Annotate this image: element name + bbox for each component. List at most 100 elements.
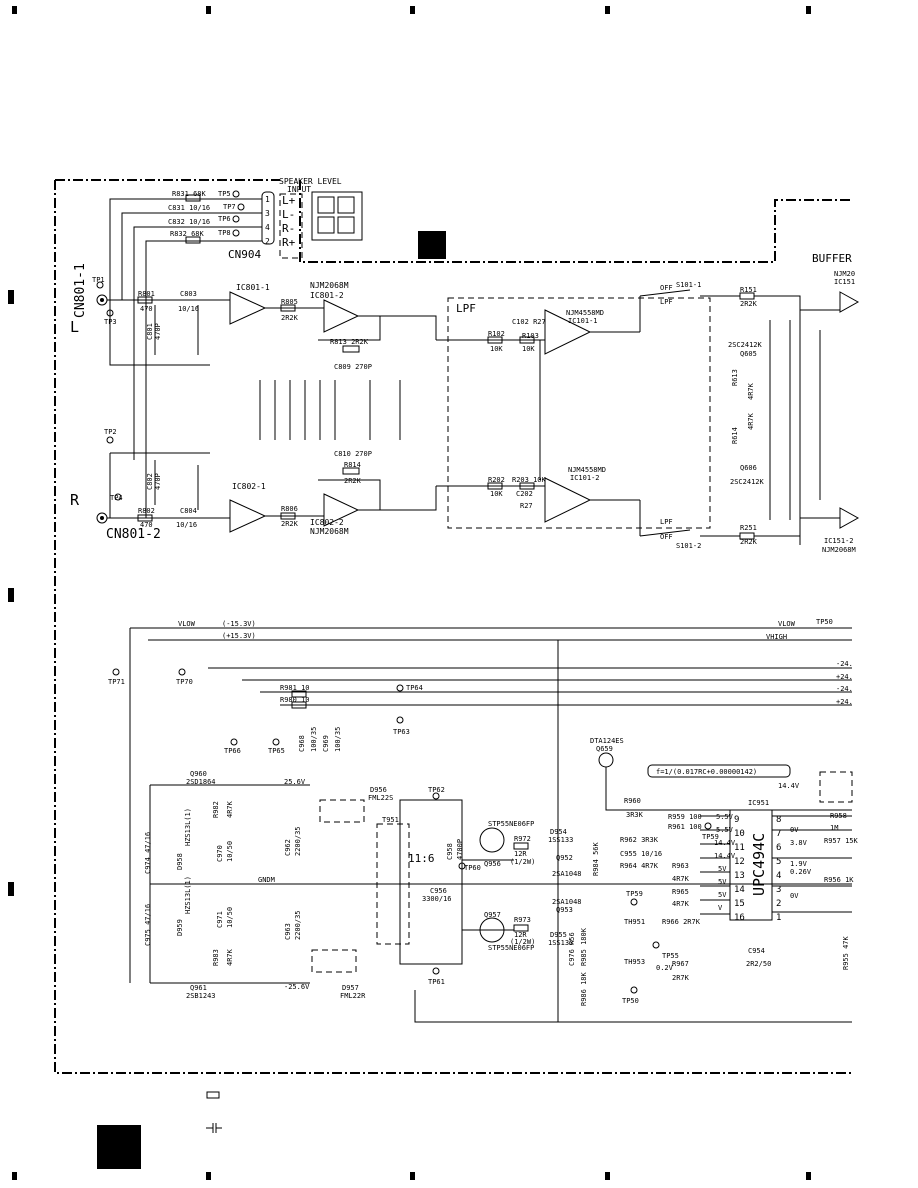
r965-label: R965 [672, 888, 689, 896]
s101-lpf-a: LPF [660, 298, 673, 306]
cn904-pin-label: L+ [282, 194, 296, 207]
c969-value: 100/35 [334, 727, 342, 752]
tp4-label: TP4 [110, 494, 123, 502]
c971-label: C971 [216, 911, 224, 928]
ic951-pin-14: 14 [734, 885, 745, 895]
r965-value: 4R7K [672, 900, 690, 908]
tp62-label: TP59 [626, 890, 643, 898]
q606-type: 2SC2412K [730, 478, 765, 486]
c963-value: 2200/35 [294, 910, 302, 940]
cn904-title-2: INPUT [287, 185, 311, 194]
tp67-label: TP64 [406, 684, 423, 692]
r613-label: R613 [731, 369, 739, 386]
c958-label: C958 [446, 843, 454, 860]
ic951-pin-15: 15 [734, 899, 745, 909]
vpos-label: (+15.3V) [222, 632, 256, 640]
th951-label: TH951 [624, 918, 645, 926]
tp66-label: TP63 [393, 728, 410, 736]
v19-label: 1.9V [790, 860, 808, 868]
t951-label: T951 [382, 816, 399, 824]
c954-value: 2R2/50 [746, 960, 771, 968]
r202-label: R202 [488, 476, 505, 484]
r102-value: 10K [490, 345, 503, 353]
s101-off-a: OFF [660, 284, 673, 292]
ic951-pwm-controller: IC951 UPC494C 14.4V 9 10 11 12 13 14 15 … [656, 771, 859, 972]
r614-value: 4R7K [747, 412, 755, 430]
tp64-label: TP61 [428, 978, 445, 986]
ic801-1-label: IC801-1 [236, 283, 270, 292]
rail-2-label: +24. [836, 673, 853, 681]
ic951-pin-4: 4 [776, 871, 781, 881]
c956-value: 3300/16 [422, 895, 452, 903]
c832-label: C832 10/16 [168, 218, 210, 226]
n256-label: -25.6V [284, 983, 310, 991]
tp8-label: TP8 [218, 229, 231, 237]
d959-label: D959 [176, 919, 184, 936]
s101-lpf-b: LPF [660, 518, 673, 526]
q960-type: 2SD1864 [186, 778, 216, 786]
ic951-pin-3: 3 [776, 885, 781, 895]
tp61-label: TP50 [622, 997, 639, 1005]
cn904-pin-num: 1 [265, 195, 270, 204]
c102-label: C102 R27 [512, 318, 546, 326]
r151-label: R151 [740, 286, 757, 294]
ic802-1-label: IC802-1 [232, 482, 266, 491]
ic951-label: IC951 [748, 799, 769, 807]
ic951-pin-7: 7 [776, 829, 781, 839]
r986-label: R986 18K [580, 971, 588, 1006]
ic951-pin-16: 16 [734, 913, 745, 923]
r814-label: R814 [344, 461, 361, 469]
q957-type: STP55NE06FP [488, 944, 534, 952]
cn904-pin-num: 4 [265, 223, 270, 232]
tp68-label: TP65 [268, 747, 285, 755]
ic951-pin-13: 13 [734, 871, 745, 881]
r151-value: 2R2K [740, 300, 758, 308]
c962-label: C962 [284, 839, 292, 856]
q961-type: 2SB1243 [186, 992, 216, 1000]
njm4558-a-label: NJM4558MD [566, 309, 604, 317]
c954-label: C954 [748, 947, 765, 955]
c802-value: 470P [154, 473, 162, 490]
ic951-pin-12: 12 [734, 857, 745, 867]
njm-b-label: NJM2068M [310, 527, 349, 536]
cn801-1-label: CN801-1 [73, 263, 88, 318]
r963-label: R963 [672, 862, 689, 870]
r956-label: R956 1K [824, 876, 854, 884]
c801-label: C801 [146, 323, 154, 340]
c962-value: 2200/35 [294, 826, 302, 856]
r613-value: 4R7K [747, 382, 755, 400]
r802-value: 470 [140, 521, 153, 529]
r203-label: R203 10K [512, 476, 547, 484]
d955-type: 1SS133 [548, 939, 573, 947]
channel-mark-right: R [70, 491, 80, 509]
pwm-control: DTA124ES Q659 C976 R56 f=1/(0.017RC+0.00… [557, 640, 852, 1022]
r980-label: R980 10 [280, 696, 310, 704]
s101-2-label: S101-2 [676, 542, 701, 550]
q659-label: Q659 [596, 745, 613, 753]
r973-label: R973 [514, 916, 531, 924]
ic951-pin-8: 8 [776, 815, 781, 825]
c971-value: 10/50 [226, 907, 234, 928]
v026-label: 0.26V [790, 868, 812, 876]
cn904-pin-num: 2 [265, 237, 270, 246]
r972-power: (1/2W) [510, 858, 535, 866]
lpf-switches: S101-1 OFF LPF S101-2 LPF OFF R151 2R2K … [639, 281, 758, 550]
v144c-label: 14.4V [714, 852, 736, 860]
s101-off-b: OFF [660, 533, 673, 541]
d954-type: 1SS133 [548, 836, 573, 844]
c804-label: C804 [180, 507, 197, 515]
r985-label: R985 180K [580, 927, 588, 966]
r832-label: R832 68K [170, 230, 205, 238]
r801-value: 470 [140, 305, 153, 313]
ic101-1-label: IC101-1 [568, 317, 598, 325]
ic151-label: IC151 [834, 278, 855, 286]
r103-value: 10K [522, 345, 535, 353]
rail-4-label: +24. [836, 698, 853, 706]
r982-value: 4R7K [226, 800, 234, 818]
block-marker [418, 231, 446, 259]
c975-label: C975 47/16 [144, 904, 152, 946]
cn801-inputs: CN801-1 L R CN801-2 TP1 TP3 TP2 TP4 R801… [70, 263, 230, 542]
d957-label: D957 [342, 984, 359, 992]
tp5-label: TP5 [218, 190, 231, 198]
r806-label: R806 [281, 505, 298, 513]
